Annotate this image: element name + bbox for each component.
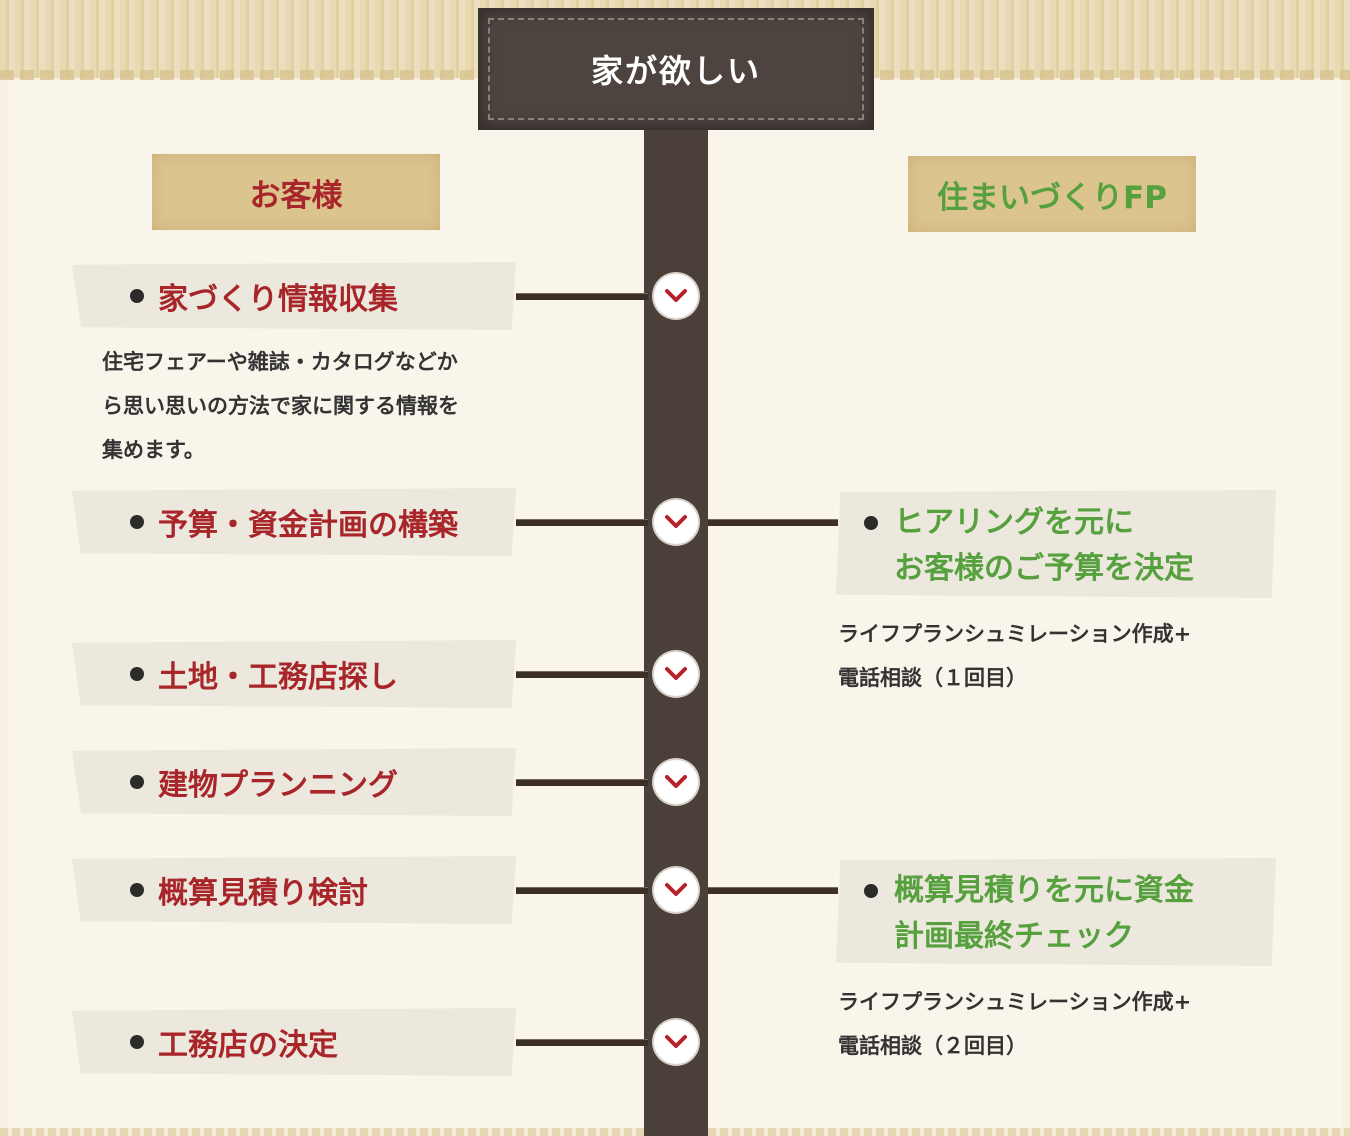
bullet-dot-icon <box>130 515 144 529</box>
customer-step-land-builder-search: 土地・工務店探し <box>72 640 516 708</box>
note-line: ライフプランシュミレーション作成+ <box>838 990 1192 1014</box>
chevron-down-icon <box>654 1020 698 1064</box>
bullet-dot-icon <box>130 667 144 681</box>
step-label: 予算・資金計画の構築 <box>158 508 458 543</box>
fp-item-line: お客様のご予算を決定 <box>894 551 1194 586</box>
chevron-down-icon <box>654 500 698 544</box>
connector-line <box>516 887 648 894</box>
fp-item-note: ライフプランシュミレーション作成+ 電話相談（１回目） <box>838 612 1258 700</box>
step-label: 概算見積り検討 <box>158 876 368 911</box>
chevron-down-icon <box>654 868 698 912</box>
customer-step-building-planning: 建物プランニング <box>72 748 516 816</box>
bullet-dot-icon <box>130 883 144 897</box>
connector-line <box>516 519 648 526</box>
fp-item-line: ヒアリングを元に <box>894 505 1134 540</box>
bullet-dot-icon <box>864 884 878 898</box>
customer-step-description: 住宅フェアーや雑誌・カタログなどか ら思い思いの方法で家に関する情報を 集めます… <box>102 340 522 472</box>
step-label: 建物プランニング <box>158 768 398 803</box>
customer-step-budget-planning: 予算・資金計画の構築 <box>72 488 516 556</box>
bullet-dot-icon <box>130 1035 144 1049</box>
step-label: 家づくり情報収集 <box>158 282 398 317</box>
connector-line <box>516 293 648 300</box>
step-label: 工務店の決定 <box>158 1028 338 1063</box>
connector-line <box>516 1039 648 1046</box>
signpost-pole <box>644 110 708 1136</box>
description-line: ら思い思いの方法で家に関する情報を <box>102 394 459 418</box>
bullet-dot-icon <box>864 516 878 530</box>
description-line: 集めます。 <box>102 438 205 462</box>
fp-column-header: 住まいづくりFP <box>908 156 1196 232</box>
signboard-stitch <box>488 18 864 120</box>
connector-line <box>516 671 648 678</box>
note-line: 電話相談（２回目） <box>838 1034 1027 1058</box>
fp-item-final-check: 概算見積りを元に資金 計画最終チェック <box>836 858 1276 966</box>
fp-item-line: 計画最終チェック <box>894 919 1134 954</box>
chevron-down-icon <box>654 652 698 696</box>
bullet-dot-icon <box>130 289 144 303</box>
fp-item-budget-decision: ヒアリングを元に お客様のご予算を決定 <box>836 490 1276 598</box>
note-line: 電話相談（１回目） <box>838 666 1027 690</box>
chevron-down-icon <box>654 760 698 804</box>
fp-item-line: 概算見積りを元に資金 <box>894 873 1194 908</box>
step-label: 土地・工務店探し <box>158 660 398 695</box>
signboard: 家が欲しい <box>478 8 874 130</box>
description-line: 住宅フェアーや雑誌・カタログなどか <box>102 350 458 374</box>
bullet-dot-icon <box>130 775 144 789</box>
connector-line <box>708 519 838 526</box>
note-line: ライフプランシュミレーション作成+ <box>838 622 1192 646</box>
customer-column-header: お客様 <box>152 154 440 230</box>
customer-step-builder-decision: 工務店の決定 <box>72 1008 516 1076</box>
customer-step-estimate-review: 概算見積り検討 <box>72 856 516 924</box>
connector-line <box>516 779 648 786</box>
signboard-title: 家が欲しい <box>590 52 761 90</box>
fp-item-note: ライフプランシュミレーション作成+ 電話相談（２回目） <box>838 980 1258 1068</box>
customer-step-info-gathering: 家づくり情報収集 <box>72 262 516 330</box>
chevron-down-icon <box>654 274 698 318</box>
connector-line <box>708 887 838 894</box>
